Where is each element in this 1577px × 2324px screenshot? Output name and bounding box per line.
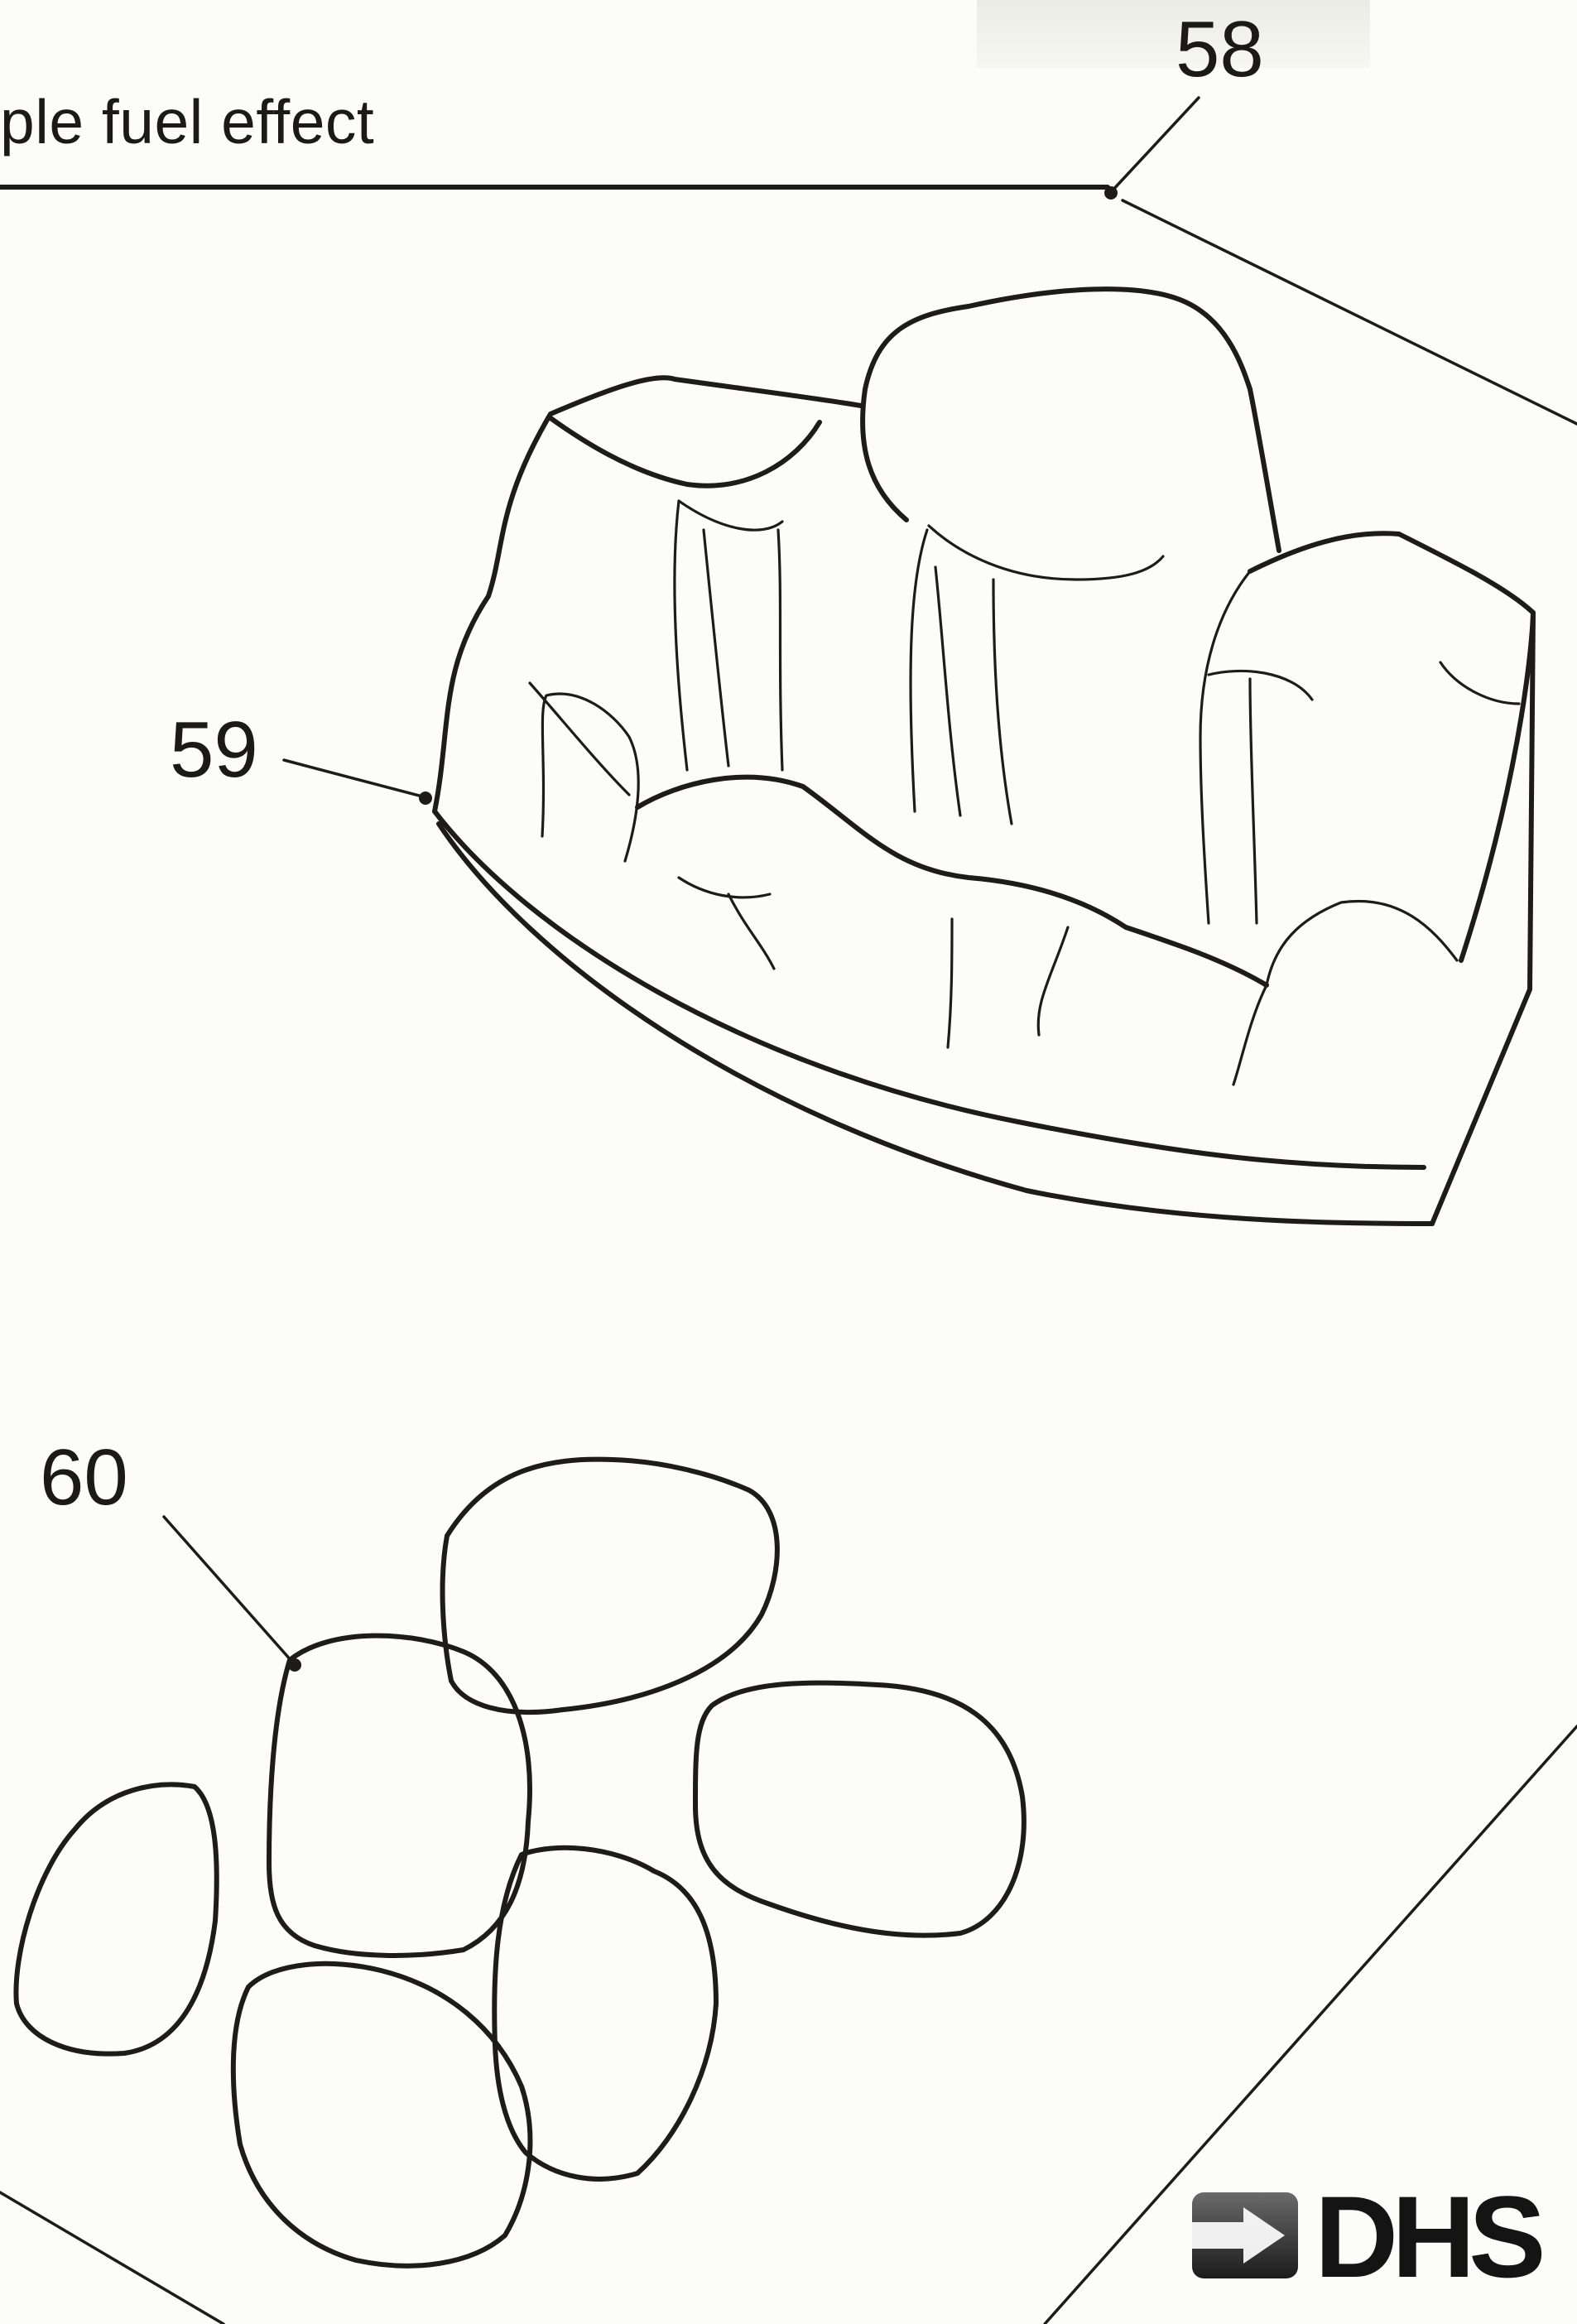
leader-dot-59 xyxy=(419,792,432,805)
lump-right-face xyxy=(1199,570,1521,925)
pebble-bottom-left xyxy=(230,1961,533,2269)
pebble-bottom-center xyxy=(492,1845,719,2182)
lump-back-rounded xyxy=(860,286,1281,553)
fuel-bed-front-detail xyxy=(528,681,1459,1086)
lump-back-face xyxy=(909,524,1165,825)
logo-text: DHS xyxy=(1315,2172,1546,2302)
leader-60 xyxy=(162,1515,293,1662)
frame-line-lower-right xyxy=(1043,1725,1577,2324)
fuel-bed-top-outline xyxy=(432,375,863,814)
fuel-bed-front-ridge xyxy=(635,774,1269,988)
reference-label-60: 60 xyxy=(40,1433,128,1522)
brand-logo: DHS xyxy=(1192,2179,1577,2295)
pebble-right xyxy=(693,1680,1026,1938)
leader-dot-58 xyxy=(1104,186,1118,200)
frame-line-lower-left xyxy=(0,2191,225,2324)
pebble-left xyxy=(13,1782,219,2057)
lump-left-top xyxy=(548,416,822,488)
pebble-top xyxy=(440,1456,780,1715)
fuel-bed-base-front-lower xyxy=(436,821,1435,1226)
reference-label-59: 59 xyxy=(170,705,258,794)
reference-label-58: 58 xyxy=(1176,5,1264,94)
pebble-center xyxy=(267,1633,532,1958)
leader-59 xyxy=(282,758,424,798)
page-heading: ple fuel effect xyxy=(0,87,375,156)
fuel-bed-base-right-edge xyxy=(1430,610,1536,1226)
frame-line-upper-right xyxy=(1121,199,1577,426)
lump-right-block xyxy=(1248,531,1536,963)
arrow-icon xyxy=(1192,2192,1298,2278)
lump-left-face xyxy=(673,499,784,772)
leader-58 xyxy=(1109,96,1200,194)
header-shade xyxy=(977,0,1370,68)
fuel-bed-base-front-upper xyxy=(432,809,1426,1170)
